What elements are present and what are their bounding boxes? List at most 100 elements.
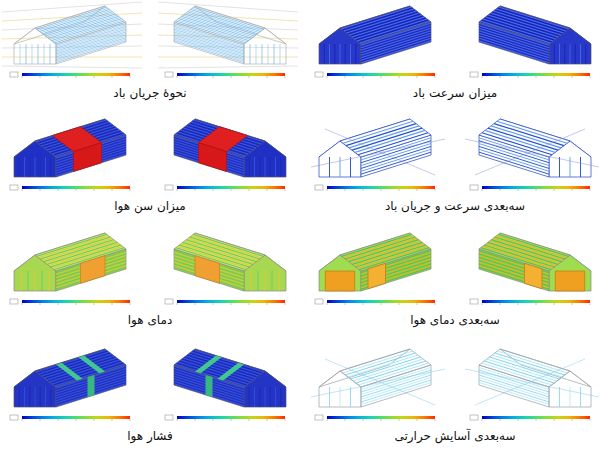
vector-line	[49, 16, 119, 38]
vector-line	[40, 387, 41, 407]
scale-tick	[112, 419, 113, 421]
streamline	[158, 66, 298, 68]
vector-line	[570, 44, 571, 64]
vector-line	[356, 245, 426, 267]
vector-line	[35, 157, 36, 177]
vector-line	[249, 157, 250, 177]
roof-face	[174, 349, 265, 387]
color-scale-bar	[177, 73, 285, 76]
vector-line	[35, 387, 36, 407]
vector-line	[50, 387, 51, 407]
panel-caption: سه‌بعدی سرعت و جریان باد	[385, 199, 525, 213]
scale-tick	[363, 419, 364, 421]
vector-line	[361, 37, 431, 59]
scale-tick	[327, 189, 328, 191]
scale-tick	[130, 76, 131, 78]
scale-tick	[267, 76, 268, 78]
guide-line	[465, 139, 599, 167]
scale-tick	[195, 76, 196, 78]
building-model	[14, 349, 126, 407]
scale-tick	[249, 189, 250, 191]
vector-line	[179, 19, 249, 41]
vector-line	[265, 157, 266, 177]
scale-tick	[500, 76, 501, 78]
vector-line	[559, 44, 560, 64]
panel-caption: میزان سن هوا	[114, 199, 186, 213]
vector-line	[351, 14, 421, 36]
scale-tick	[22, 419, 23, 421]
building-model	[14, 119, 126, 177]
vector-line	[45, 157, 46, 177]
scale-tick	[590, 419, 591, 421]
legend-label-box	[470, 72, 478, 77]
vector-line	[50, 44, 51, 64]
vector-line	[192, 351, 262, 373]
vector-line	[29, 387, 30, 407]
scale-tick	[554, 189, 555, 191]
legend-label-box	[165, 185, 173, 190]
vector-line	[329, 387, 330, 407]
roof-face	[479, 6, 570, 44]
vector-line	[350, 387, 351, 407]
scale-tick	[554, 419, 555, 421]
scale-tick	[177, 76, 178, 78]
scale-tick	[177, 189, 178, 191]
scale-tick	[482, 76, 483, 78]
scale-tick	[500, 189, 501, 191]
simulation-panel	[315, 6, 591, 78]
scale-tick	[112, 189, 113, 191]
scale-tick	[417, 76, 418, 78]
vector-line	[262, 44, 263, 64]
building-model	[174, 119, 286, 177]
scale-tick	[231, 303, 232, 305]
vector-line	[343, 121, 413, 143]
vector-line	[40, 157, 41, 177]
building-model	[14, 233, 126, 291]
vector-line	[359, 248, 429, 270]
vector-line	[361, 152, 431, 174]
vector-line	[270, 157, 271, 177]
vector-line	[249, 387, 250, 407]
scale-tick	[249, 419, 250, 421]
simulation-panel	[10, 349, 286, 421]
legend-label-box	[165, 299, 173, 304]
warm-zone	[325, 271, 354, 291]
scale-tick	[399, 76, 400, 78]
vector-line	[258, 271, 259, 291]
vector-line	[480, 21, 550, 43]
building-model	[319, 233, 431, 291]
scale-tick	[40, 303, 41, 305]
scale-tick	[130, 419, 131, 421]
vector-line	[21, 271, 22, 291]
building-model	[465, 119, 599, 177]
vector-line	[353, 16, 423, 38]
streamline	[2, 66, 142, 68]
vector-line	[487, 359, 557, 381]
vector-line	[56, 33, 126, 55]
vector-line	[349, 13, 419, 35]
vector-line	[340, 387, 341, 407]
vector-line	[497, 121, 567, 143]
vector-line	[491, 13, 561, 35]
vector-line	[358, 246, 428, 268]
scale-tick	[435, 303, 436, 305]
vector-line	[564, 44, 565, 64]
building-model	[311, 349, 445, 407]
vector-line	[340, 44, 341, 64]
vector-line	[56, 41, 126, 63]
scale-tick	[399, 189, 400, 191]
vector-line	[47, 358, 117, 380]
scale-tick	[381, 419, 382, 421]
vector-line	[350, 157, 351, 177]
vector-line	[490, 357, 560, 379]
vector-line	[329, 44, 330, 64]
vector-line	[354, 244, 424, 266]
vector-line	[44, 44, 45, 64]
vector-line	[256, 44, 257, 64]
vector-line	[481, 248, 551, 270]
vector-line	[361, 146, 431, 168]
vector-line	[43, 355, 113, 377]
vector-line	[479, 149, 549, 171]
scale-tick	[195, 189, 196, 191]
